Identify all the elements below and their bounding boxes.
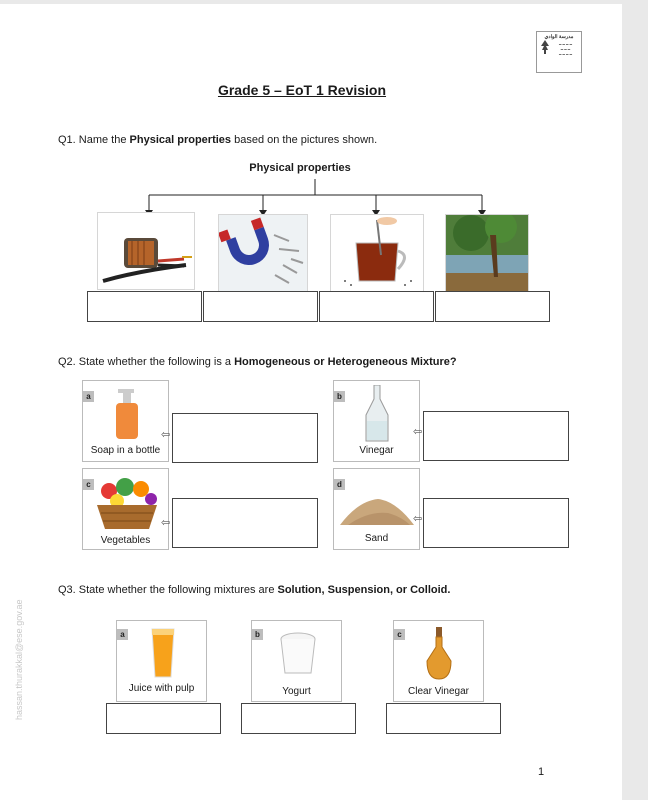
tree-label: Physical properties	[249, 162, 351, 174]
answer-box-2[interactable]	[203, 291, 318, 322]
q3-card-b: b Yogurt	[251, 620, 342, 702]
wires-icon	[102, 238, 192, 283]
magnet-icon	[219, 217, 304, 284]
picture-tea	[330, 214, 424, 292]
logo-emblem-icon	[541, 40, 549, 54]
card-tag: c	[83, 479, 94, 490]
clear-vinegar-bottle-icon	[426, 627, 452, 680]
q2-card-d: d Sand	[333, 468, 420, 550]
tree-lake-icon	[446, 215, 528, 291]
juice-glass-icon	[151, 628, 175, 678]
card-caption: Juice with pulp	[128, 683, 195, 694]
page-title: Grade 5 – EoT 1 Revision	[217, 82, 387, 98]
q3-card-c: c Clear Vinegar	[393, 620, 484, 702]
arrow-left-icon: ⇦	[413, 426, 423, 438]
answer-box-q2-d[interactable]	[423, 498, 569, 548]
question-2: Q2. State whether the following is a Hom…	[58, 356, 457, 368]
answer-box-1[interactable]	[87, 291, 202, 322]
picture-magnet	[218, 214, 308, 292]
picture-wires	[97, 212, 195, 290]
soap-bottle-icon	[116, 389, 138, 439]
tea-cup-icon	[344, 217, 412, 286]
answer-box-q2-b[interactable]	[423, 411, 569, 461]
card-caption: Clear Vinegar	[408, 686, 469, 697]
q2-card-b: b Vinegar	[333, 380, 420, 462]
arrow-left-icon: ⇦	[161, 429, 171, 441]
answer-box-q3-b[interactable]	[241, 703, 356, 734]
vinegar-bottle-icon	[365, 385, 389, 442]
arrow-left-icon: ⇦	[161, 517, 171, 529]
card-tag: b	[334, 391, 345, 402]
card-caption: Vinegar	[359, 445, 394, 456]
answer-box-q2-a[interactable]	[172, 413, 318, 463]
school-logo: مدرسة الوادي ━ ━ ━ ━━ ━ ━━ ━ ━ ━	[536, 31, 582, 73]
vegetable-basket-icon	[97, 478, 157, 529]
answer-box-q3-c[interactable]	[386, 703, 501, 734]
picture-tree-lake	[445, 214, 529, 292]
card-caption: Soap in a bottle	[90, 445, 161, 456]
answer-box-3[interactable]	[319, 291, 434, 322]
card-tag: b	[252, 629, 263, 640]
page-number: 1	[538, 766, 545, 778]
q2-card-a: a Soap in a bottle	[82, 380, 169, 462]
answer-box-4[interactable]	[435, 291, 550, 322]
answer-box-q3-a[interactable]	[106, 703, 221, 734]
card-caption: Yogurt	[282, 686, 311, 697]
q2-card-c: c Vegetables	[82, 468, 169, 550]
yogurt-icon	[280, 632, 316, 674]
q3-card-a: a Juice with pulp	[116, 620, 207, 702]
sand-icon	[340, 499, 414, 525]
card-tag: a	[83, 391, 94, 402]
card-tag: d	[334, 479, 345, 490]
card-tag: c	[394, 629, 405, 640]
worksheet-page: مدرسة الوادي ━ ━ ━ ━━ ━ ━━ ━ ━ ━ Grade 5…	[0, 4, 622, 800]
side-watermark: hassan.thurakkal@ese.gov.ae	[14, 599, 24, 720]
logo-text: مدرسة الوادي	[544, 34, 574, 40]
answer-box-q2-c[interactable]	[172, 498, 318, 548]
card-caption: Vegetables	[100, 535, 151, 546]
question-3: Q3. State whether the following mixtures…	[58, 584, 451, 596]
arrow-left-icon: ⇦	[413, 513, 423, 525]
card-tag: a	[117, 629, 128, 640]
question-1: Q1. Name the Physical properties based o…	[58, 134, 378, 146]
card-caption: Sand	[364, 533, 389, 544]
